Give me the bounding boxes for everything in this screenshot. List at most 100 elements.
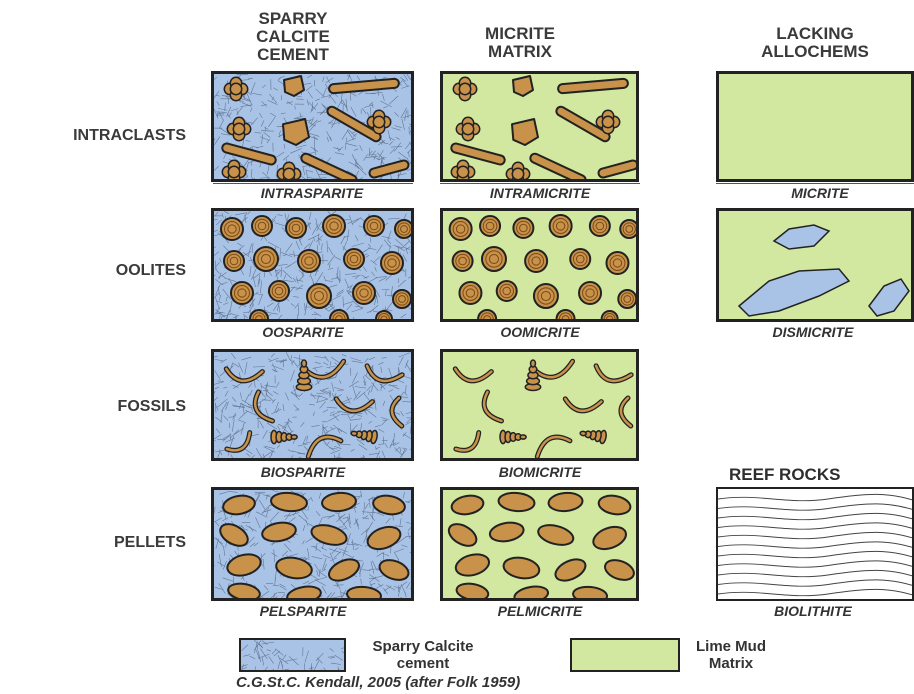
panel-pelsparite [211, 487, 414, 601]
ooid [453, 251, 473, 271]
caption-oomicrite: OOMICRITE [455, 324, 625, 340]
caption-rule [716, 183, 914, 184]
panel-intramicrite [440, 71, 639, 182]
ooid [570, 249, 590, 269]
ooid [376, 311, 392, 322]
header-line: SPARRY [213, 10, 373, 28]
ooid [497, 281, 517, 301]
pelsparite-texture [214, 490, 414, 601]
column-header-lacking: LACKING ALLOCHEMS [720, 25, 910, 61]
row-label-intraclasts: INTRACLASTS [36, 127, 186, 145]
row-label-pellets: PELLETS [36, 534, 186, 552]
legend-sparry-swatch [239, 638, 346, 672]
ooid [606, 252, 628, 274]
legend-line: Matrix [686, 655, 776, 672]
ooid [557, 310, 575, 322]
legend-sparry-label: Sparry Calcite cement [352, 638, 494, 672]
caption-oosparite: OOSPARITE [218, 324, 388, 340]
ooid [459, 282, 481, 304]
row-label-oolites: OOLITES [36, 262, 186, 280]
legend-mud-label: Lime Mud Matrix [686, 638, 776, 672]
dismicrite-texture [719, 211, 914, 322]
intrasparite-texture [214, 74, 414, 182]
biolithite-texture [718, 489, 914, 601]
panel-oosparite [211, 208, 414, 322]
ooid [323, 215, 345, 237]
ooid [269, 281, 289, 301]
header-line: MICRITE [440, 25, 600, 43]
ooid [364, 216, 384, 236]
panel-biosparite [211, 349, 414, 461]
caption-rule [213, 183, 413, 184]
panel-micrite [716, 71, 914, 182]
ooid [393, 290, 411, 308]
header-line: ALLOCHEMS [720, 43, 910, 61]
ooid [330, 310, 348, 322]
caption-pelsparite: PELSPARITE [218, 603, 388, 619]
legend-sparry-texture [241, 640, 346, 672]
caption-rule [440, 183, 640, 184]
ooid [250, 310, 268, 322]
caption-pelmicrite: PELMICRITE [455, 603, 625, 619]
ooid [252, 216, 272, 236]
caption-biolithite: BIOLITHITE [728, 603, 898, 619]
pelmicrite-texture [443, 490, 639, 601]
oomicrite-texture [443, 211, 639, 322]
ooid [221, 218, 243, 240]
caption-biomicrite: BIOMICRITE [455, 464, 625, 480]
biosparite-texture [214, 352, 414, 461]
ooid [307, 284, 331, 308]
ooid [298, 250, 320, 272]
panel-dismicrite [716, 208, 914, 322]
ooid [381, 252, 403, 274]
ooid [231, 282, 253, 304]
ooid [395, 220, 413, 238]
credit-line: C.G.St.C. Kendall, 2005 (after Folk 1959… [236, 674, 520, 691]
panel-oomicrite [440, 208, 639, 322]
ooid [286, 218, 306, 238]
ooid [513, 218, 533, 238]
caption-micrite: MICRITE [735, 185, 905, 201]
ooid [254, 247, 278, 271]
header-line: CEMENT [213, 46, 373, 64]
ooid [480, 216, 500, 236]
header-line: MATRIX [440, 43, 600, 61]
panel-biolithite [716, 487, 914, 601]
header-line: CALCITE [213, 28, 373, 46]
ooid [478, 310, 496, 322]
panel-pelmicrite [440, 487, 639, 601]
ooid [620, 220, 638, 238]
caption-biosparite: BIOSPARITE [218, 464, 388, 480]
ooid [353, 282, 375, 304]
header-line: LACKING [720, 25, 910, 43]
legend-line: cement [352, 655, 494, 672]
ooid [224, 251, 244, 271]
caption-intrasparite: INTRASPARITE [227, 185, 397, 201]
ooid [550, 215, 572, 237]
ooid [534, 284, 558, 308]
legend-mud-swatch [570, 638, 680, 672]
ooid [450, 218, 472, 240]
biomicrite-texture [443, 352, 639, 461]
caption-dismicrite: DISMICRITE [728, 324, 898, 340]
caption-intramicrite: INTRAMICRITE [455, 185, 625, 201]
column-header-micrite: MICRITE MATRIX [440, 25, 600, 61]
ooid [579, 282, 601, 304]
panel-intrasparite [211, 71, 414, 182]
ooid [618, 290, 636, 308]
lime-mud-background [719, 74, 914, 182]
micrite-texture [719, 74, 914, 182]
ooid [482, 247, 506, 271]
ooid [525, 250, 547, 272]
panel-biomicrite [440, 349, 639, 461]
oosparite-texture [214, 211, 414, 322]
reef-rocks-label: REEF ROCKS [729, 465, 840, 485]
legend-line: Sparry Calcite [352, 638, 494, 655]
row-label-fossils: FOSSILS [36, 398, 186, 416]
ooid [344, 249, 364, 269]
ooid [602, 311, 618, 322]
column-header-sparry: SPARRY CALCITE CEMENT [213, 10, 373, 64]
ooid [590, 216, 610, 236]
intramicrite-texture [443, 74, 639, 182]
legend-line: Lime Mud [686, 638, 776, 655]
